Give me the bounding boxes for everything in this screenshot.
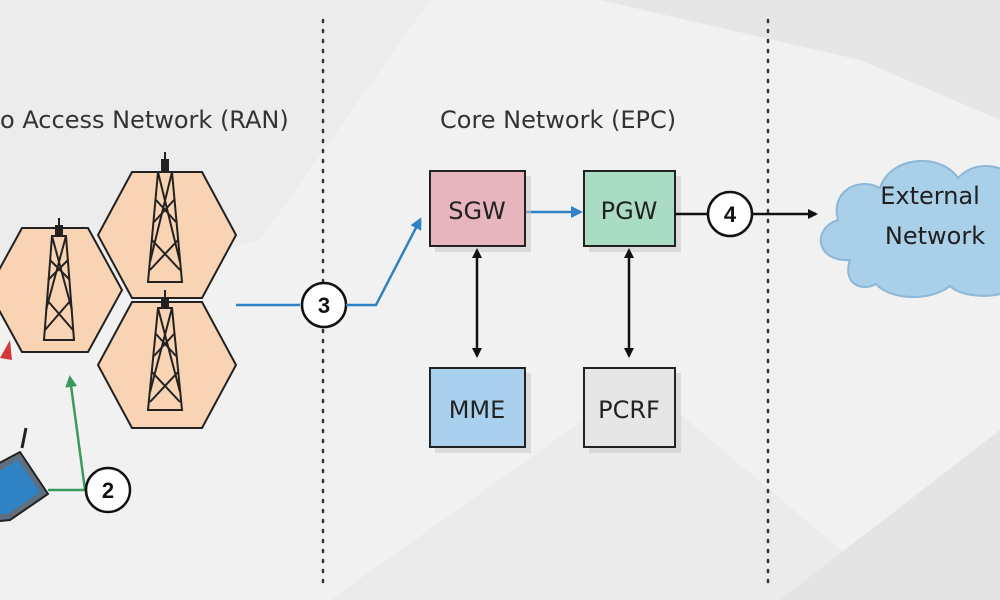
pcrf-label: PCRF [598, 396, 660, 424]
pcrf-node[interactable]: PCRF [583, 367, 681, 453]
cloud-label-line2: Network [885, 222, 985, 250]
external-network-cloud[interactable]: External Network [819, 159, 1000, 298]
step-3-marker: 3 [300, 281, 348, 329]
cell-tower-icon [146, 152, 184, 283]
ran-cells [0, 171, 238, 429]
mme-label: MME [449, 396, 506, 424]
sgw-label: SGW [448, 197, 506, 225]
hex-cell-bottom [96, 301, 238, 429]
ran-section-title: o Access Network (RAN) [0, 106, 289, 134]
svg-text:4: 4 [724, 202, 737, 227]
red-link-arrow [0, 340, 12, 360]
step-2-marker: 2 [84, 466, 132, 514]
pgw-label: PGW [601, 197, 658, 225]
step-4-marker: 4 [706, 190, 754, 238]
blue-link-step3-to-sgw [346, 217, 422, 307]
hex-cell-left [0, 227, 124, 353]
cell-tower-icon [42, 218, 76, 341]
cloud-label-line1: External [880, 182, 980, 210]
sgw-node[interactable]: SGW [429, 170, 531, 252]
mme-node[interactable]: MME [429, 367, 531, 453]
green-link [48, 375, 87, 492]
cell-tower-icon [146, 290, 184, 411]
svg-text:2: 2 [102, 478, 114, 503]
mobile-device-icon [0, 427, 50, 523]
core-section-title: Core Network (EPC) [440, 106, 676, 134]
hex-cell-top [96, 171, 238, 299]
pgw-node[interactable]: PGW [583, 170, 681, 252]
svg-text:3: 3 [318, 293, 330, 318]
